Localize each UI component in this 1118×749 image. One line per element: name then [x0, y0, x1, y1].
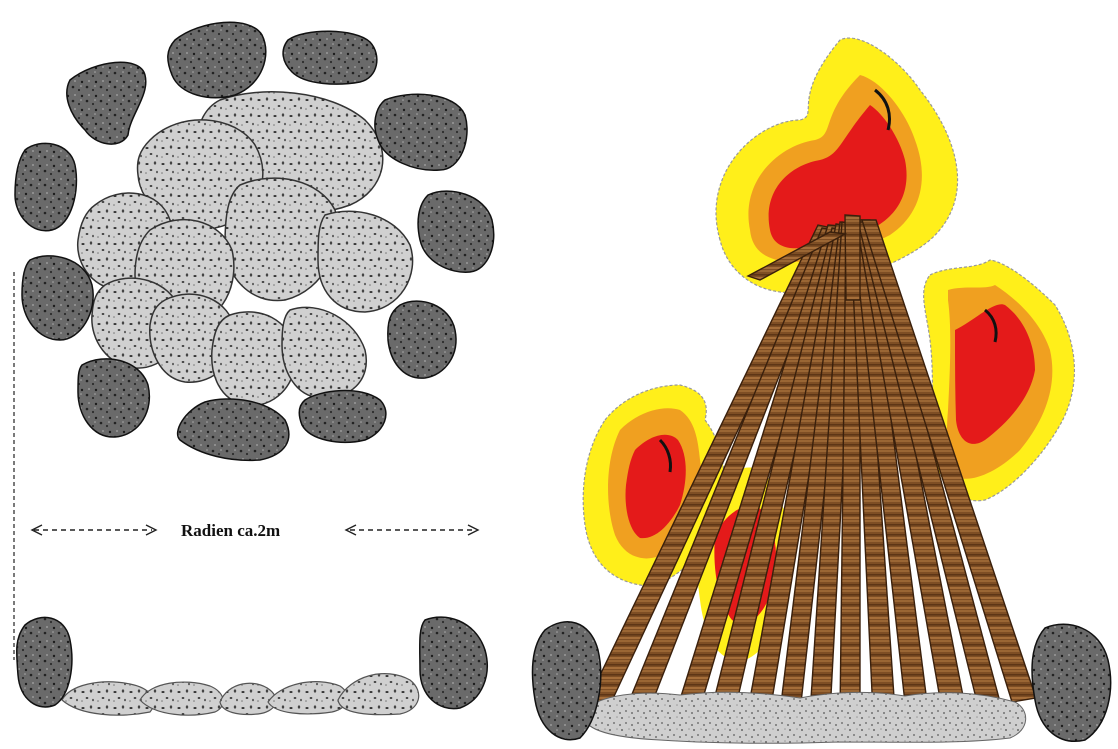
- left-wall-stone: [17, 617, 72, 707]
- right-wall-stone: [420, 617, 487, 708]
- campfire-side-view: [532, 38, 1110, 743]
- ground-stones: [62, 674, 419, 716]
- stone-ring-top-view: [15, 22, 494, 460]
- left-arrow: [32, 525, 156, 535]
- right-arrow: [346, 525, 478, 535]
- fire-ground-stones: [585, 692, 1026, 743]
- inner-fire-stones: [78, 92, 413, 406]
- dimension-label: Radien ca.2m: [181, 521, 280, 540]
- left-fire-wall-stone: [532, 622, 600, 740]
- right-fire-wall-stone: [1032, 624, 1111, 741]
- stone-ring-side-view: [17, 617, 488, 715]
